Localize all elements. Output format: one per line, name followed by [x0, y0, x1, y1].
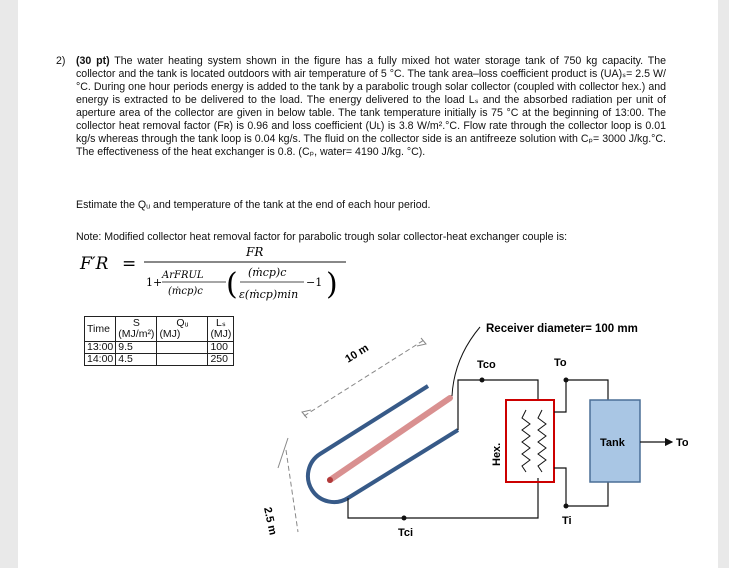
table-header-row: Time S (MJ/m²) Qᵤ (MJ) Lₛ (MJ) — [83, 316, 235, 342]
formula-frac1-num: ArFRUL — [161, 270, 204, 281]
formula-numerator: FR — [245, 245, 263, 259]
formula-paren-num: (ṁcp)c — [248, 266, 286, 279]
tco-label: Tco — [477, 359, 496, 371]
formula-minus-one: −1 — [306, 276, 322, 289]
formula-equals: = — [122, 254, 136, 274]
data-table: Time S (MJ/m²) Qᵤ (MJ) Lₛ (MJ) 13:00 — [83, 316, 235, 366]
receiver-end-dot — [327, 477, 333, 483]
ti-sensor-dot — [563, 503, 569, 509]
tco-sensor-dot — [479, 377, 485, 383]
problem-text: The water heating system shown in the fi… — [76, 55, 666, 158]
document-page: 2) (30 pt) The water heating system show… — [18, 0, 718, 568]
tank-label: Tank — [600, 437, 626, 449]
formula-one-plus: 1+ — [146, 276, 162, 289]
header-time: Time — [83, 316, 117, 342]
table-row: 13:00 9.5 100 — [83, 341, 235, 354]
width-tick-top — [277, 437, 289, 469]
receiver-callout-line — [451, 326, 481, 397]
hex-coil-left — [521, 409, 531, 473]
header-s: S (MJ/m²) — [115, 316, 158, 342]
width-label: 2.5 m — [261, 506, 279, 536]
width-dimension-line — [285, 449, 299, 533]
receiver-tube — [327, 395, 453, 483]
formula-left-paren: ( — [226, 267, 238, 302]
formula-right-paren: ) — [326, 267, 338, 302]
to-label: To — [554, 357, 567, 369]
formula: F′R = FR 1+ ArFRUL (ṁcp)c ( (ṁcp)c ε(ṁcp… — [79, 245, 346, 302]
length-arrow-start — [301, 409, 312, 419]
header-qu: Qᵤ (MJ) — [156, 316, 209, 342]
collector-inlet-pipe — [347, 478, 539, 519]
formula-frac1-den: (ṁcp)c — [168, 286, 203, 297]
length-arrow-end — [416, 337, 427, 347]
collector-outlet-pipe — [457, 379, 539, 430]
tci-label: Tci — [398, 527, 413, 539]
estimate-line: Estimate the Qᵤ and temperature of the t… — [76, 199, 431, 211]
hex-label: Hex. — [491, 443, 503, 466]
formula-paren-den: ε(ṁcp)min — [239, 288, 298, 301]
table-row: 14:00 4.5 250 — [83, 353, 235, 366]
problem-paragraph: 2) (30 pt) The water heating system show… — [56, 55, 666, 159]
tci-sensor-dot — [401, 515, 407, 521]
system-diagram: 10 m 2.5 m Receiver diameter= 100 mm Tco… — [261, 323, 688, 539]
header-ls: Lₛ (MJ) — [207, 316, 235, 342]
storage-tank — [589, 399, 641, 483]
receiver-label: Receiver diameter= 100 mm — [486, 323, 638, 335]
hex-box — [505, 399, 555, 483]
problem-number: 2) — [56, 55, 66, 67]
formula-lhs: F′R — [79, 254, 109, 274]
hex-coil-right — [537, 409, 547, 473]
note-line: Note: Modified collector heat removal fa… — [76, 231, 568, 243]
to-sensor-dot — [563, 377, 569, 383]
length-label: 10 m — [343, 342, 371, 366]
problem-points: (30 pt) — [76, 55, 110, 67]
trough-collector — [305, 384, 460, 505]
ti-label: Ti — [562, 515, 572, 527]
load-label: To load — [676, 437, 688, 449]
